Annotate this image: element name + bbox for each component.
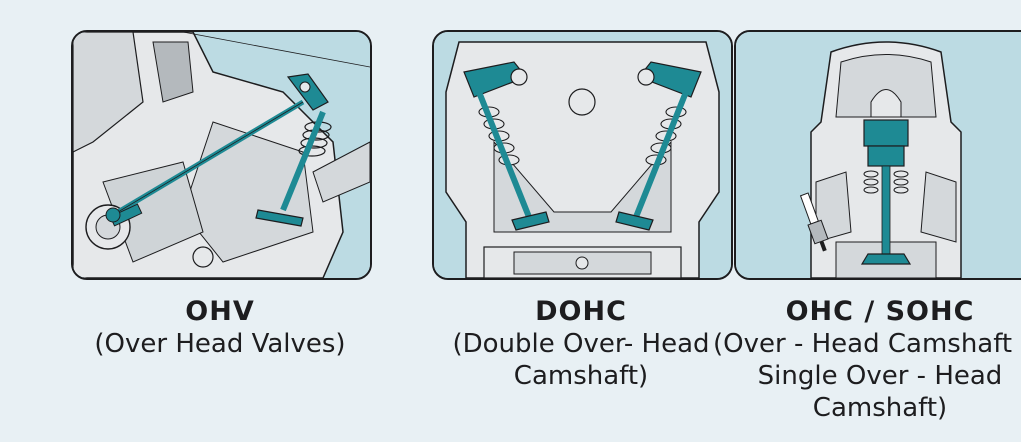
dohc-caption: DOHC (Double Over- Head Camshaft) <box>395 296 767 392</box>
ohv-description: (Over Head Valves) <box>94 329 346 359</box>
sohc-description: (Over - Head Camshaft or Single Over - H… <box>713 329 1021 423</box>
ohv-illustration <box>71 30 372 280</box>
sohc-title: OHC / SOHC <box>785 296 975 327</box>
ohv-title: OHV <box>185 296 255 327</box>
dohc-description: (Double Over- Head Camshaft) <box>452 329 710 391</box>
dohc-illustration <box>432 30 733 280</box>
dohc-title: DOHC <box>535 296 627 327</box>
sohc-illustration <box>734 30 1021 280</box>
ohv-caption: OHV (Over Head Valves) <box>60 296 380 360</box>
dohc-engine-cutaway <box>434 32 731 278</box>
ohv-engine-cutaway <box>73 32 370 278</box>
sohc-engine-cutaway <box>736 32 1021 278</box>
sohc-caption: OHC / SOHC (Over - Head Camshaft or Sing… <box>710 296 1021 424</box>
